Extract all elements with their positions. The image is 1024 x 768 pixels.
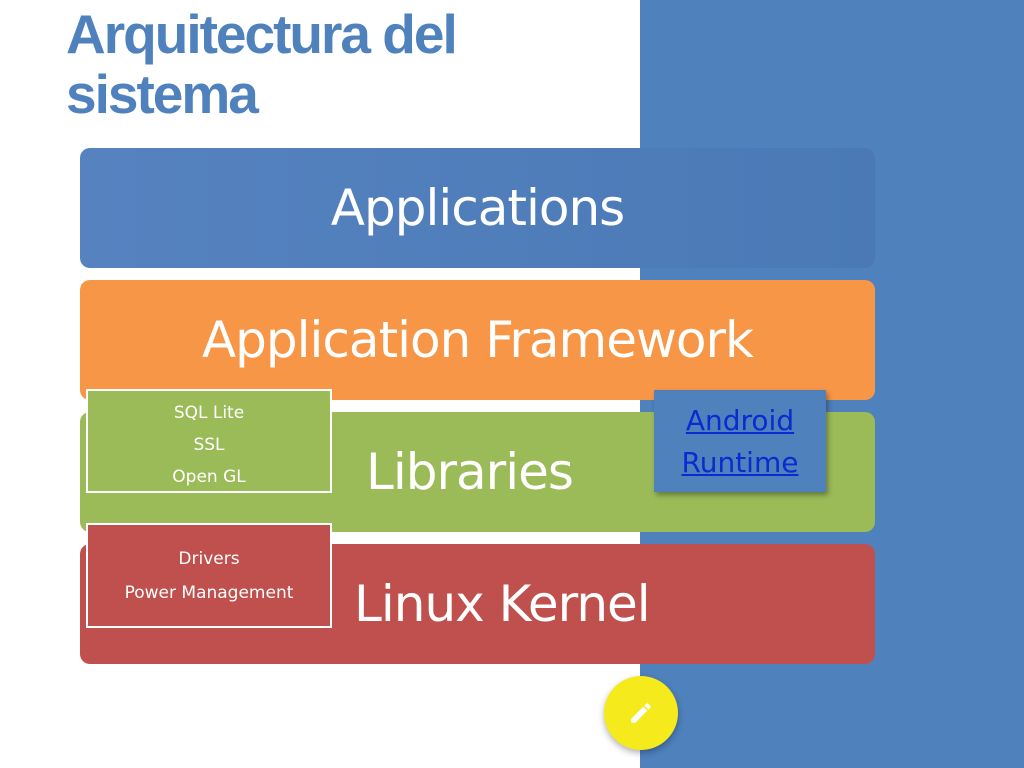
edit-button[interactable]	[604, 676, 678, 750]
layer-linux-kernel-label: Linux Kernel	[354, 575, 651, 633]
library-item-sql-lite: SQL Lite	[173, 403, 245, 423]
kernel-item-power-management: Power Management	[124, 583, 294, 603]
android-runtime-link[interactable]: Android Runtime	[654, 400, 826, 484]
layer-application-framework-label: Application Framework	[201, 311, 754, 369]
slide-title: Arquitectura del sistema	[66, 3, 458, 125]
kernel-components-box: Drivers Power Management	[86, 523, 332, 628]
android-runtime-line1: Android	[685, 404, 795, 437]
layer-applications-label: Applications	[330, 179, 625, 237]
layer-application-framework: Application Framework	[80, 280, 875, 400]
layer-libraries-label: Libraries	[366, 443, 574, 501]
kernel-item-drivers: Drivers	[178, 549, 240, 569]
pencil-icon	[631, 703, 651, 723]
library-item-open-gl: Open GL	[172, 467, 246, 487]
layer-linux-kernel: Linux Kernel	[80, 544, 875, 664]
library-item-ssl: SSL	[193, 435, 225, 455]
android-runtime-box: Android Runtime	[654, 390, 826, 492]
layer-applications: Applications	[80, 148, 875, 268]
android-runtime-line2: Runtime	[681, 446, 799, 479]
libraries-components-box: SQL Lite SSL Open GL	[86, 389, 332, 493]
